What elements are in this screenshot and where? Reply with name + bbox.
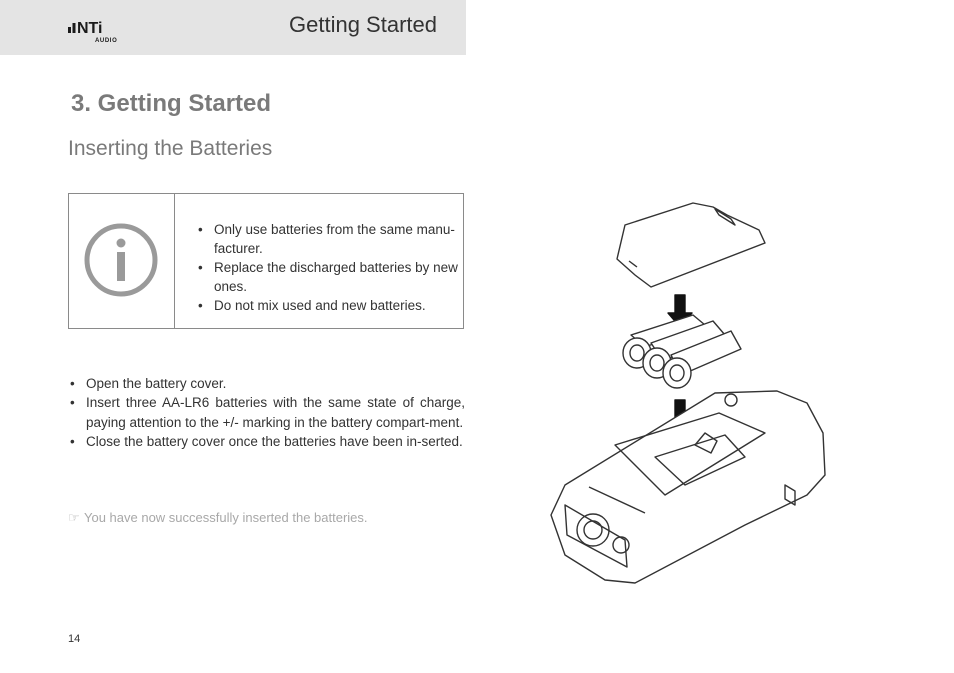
- device-body: [550, 390, 826, 584]
- chapter-title: 3. Getting Started: [71, 90, 272, 117]
- info-icon: [84, 223, 158, 297]
- nti-audio-logo: NTi AUDIO: [68, 20, 117, 44]
- header-band: [0, 0, 466, 55]
- result-text: You have now successfully inserted the b…: [84, 510, 368, 525]
- info-item: Only use batteries from the same manu-fa…: [196, 220, 460, 258]
- svg-text:NTi: NTi: [77, 20, 102, 37]
- page-number: 14: [68, 633, 81, 645]
- step-list: Open the battery cover. Insert three AA-…: [68, 374, 465, 451]
- header-title: Getting Started: [289, 12, 437, 37]
- svg-text:AUDIO: AUDIO: [95, 38, 117, 44]
- step-item: Insert three AA-LR6 batteries with the s…: [68, 393, 465, 432]
- info-icon-cell: [69, 194, 175, 328]
- step-item: Open the battery cover.: [68, 374, 465, 394]
- result-note: ☞ You have now successfully inserted the …: [68, 510, 368, 526]
- step-item: Close the battery cover once the batteri…: [68, 432, 465, 452]
- battery-cover: [616, 202, 766, 288]
- info-box: Only use batteries from the same manu-fa…: [68, 193, 464, 329]
- pointing-hand-icon: ☞: [68, 510, 80, 525]
- section-title: Inserting the Batteries: [68, 137, 273, 160]
- battery-insertion-illustration: [550, 202, 826, 584]
- batteries: [622, 314, 742, 389]
- info-item: Do not mix used and new batteries.: [196, 296, 460, 315]
- info-list: Only use batteries from the same manu-fa…: [196, 220, 460, 315]
- info-item: Replace the discharged batteries by new …: [196, 258, 460, 296]
